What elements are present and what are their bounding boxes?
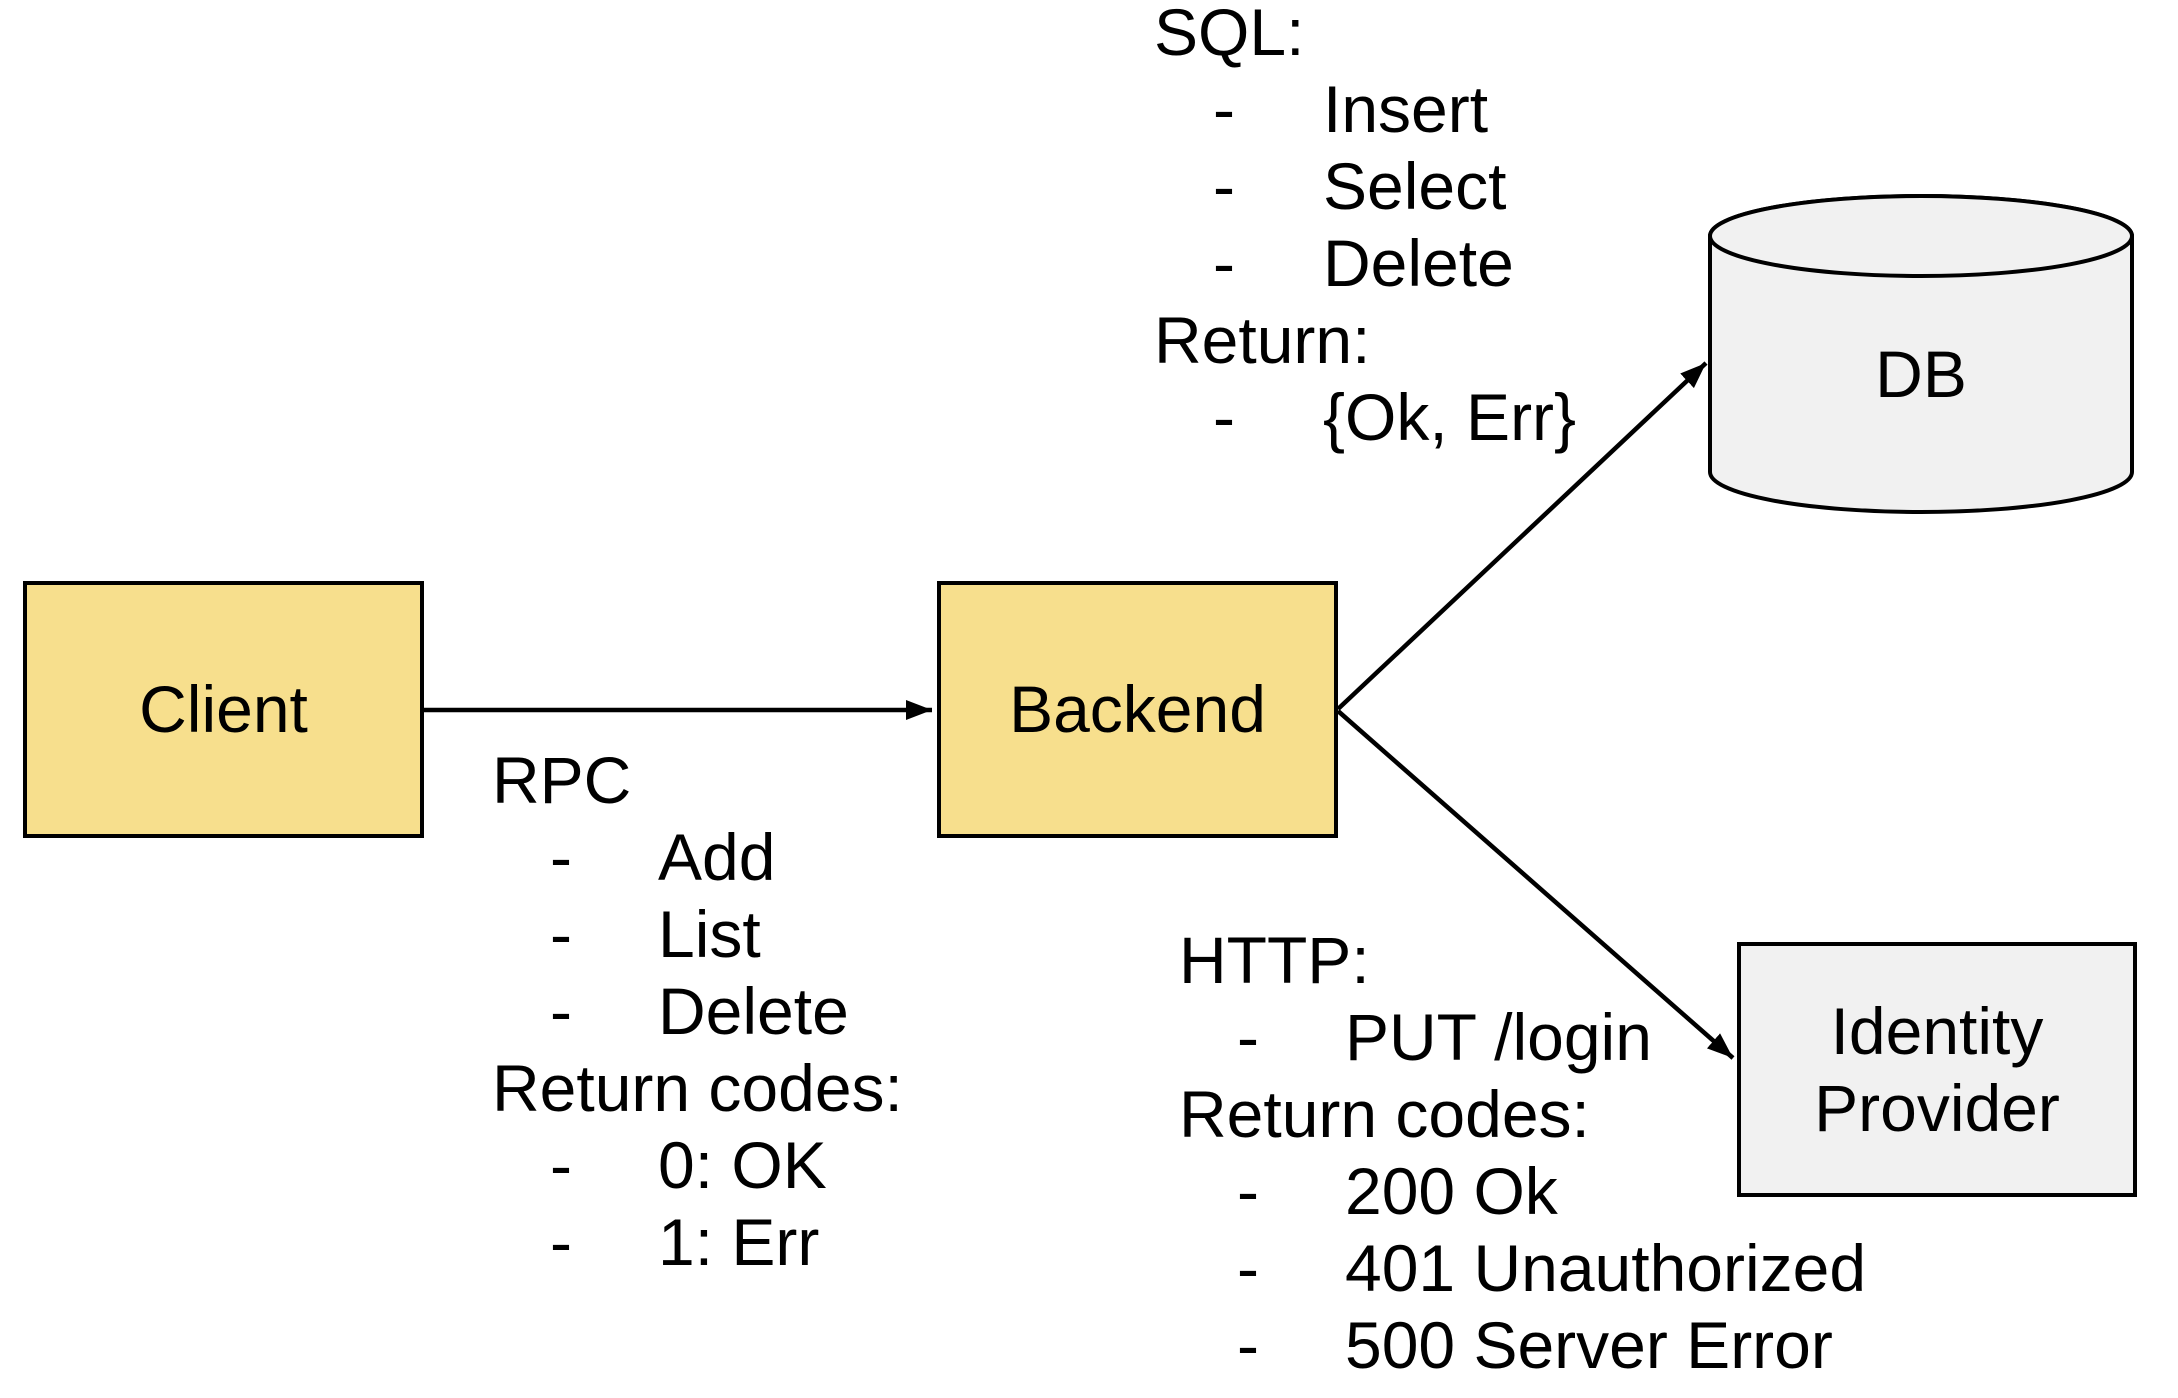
bullet-dash: - (1237, 1000, 1259, 1074)
rpc-note: RPC -Add -List -Delete Return codes: -0:… (492, 742, 903, 1281)
bullet-dash: - (550, 974, 572, 1048)
http-note-item: -PUT /login (1237, 1000, 1652, 1074)
bullet-dash: - (1213, 226, 1235, 300)
sql-note-item: -Delete (1213, 226, 1514, 300)
node-identity-provider-label-line2: Provider (1814, 1070, 2060, 1145)
sql-note-item: -{Ok, Err} (1213, 380, 1577, 454)
sql-note: SQL: -Insert -Select -Delete Return: -{O… (1154, 0, 1576, 456)
rpc-note-heading: RPC (492, 743, 632, 817)
sql-note-item: -Select (1213, 149, 1507, 223)
edge-backend-to-db (1336, 361, 1708, 711)
bullet-dash: - (550, 897, 572, 971)
bullet-dash: - (550, 1205, 572, 1279)
node-db-label: DB (1875, 336, 1967, 411)
bullet-dash: - (1237, 1308, 1259, 1382)
http-note-item: -500 Server Error (1237, 1308, 1833, 1382)
node-client-label: Client (139, 672, 308, 746)
bullet-dash: - (1213, 72, 1235, 146)
bullet-dash: - (1213, 380, 1235, 454)
sql-note-item: -Insert (1213, 72, 1489, 146)
bullet-dash: - (550, 820, 572, 894)
bullet-dash: - (1237, 1154, 1259, 1228)
rpc-note-item: -Add (550, 820, 776, 894)
rpc-note-item: -1: Err (550, 1205, 820, 1279)
db-cylinder-top (1708, 194, 2134, 278)
http-note-item: -401 Unauthorized (1237, 1231, 1867, 1305)
rpc-note-item: -Delete (550, 974, 849, 1048)
node-backend: Backend (937, 581, 1338, 838)
http-note: HTTP: -PUT /login Return codes: -200 Ok … (1179, 922, 1866, 1384)
sql-note-subheading: Return: (1154, 303, 1371, 377)
bullet-dash: - (550, 1128, 572, 1202)
node-db: DB (1710, 236, 2132, 512)
node-identity-provider-label: Identity Provider (1814, 993, 2060, 1147)
http-note-subheading: Return codes: (1179, 1077, 1590, 1151)
node-identity-provider-label-line1: Identity (1830, 993, 2044, 1068)
rpc-note-item: -0: OK (550, 1128, 827, 1202)
node-client: Client (23, 581, 424, 838)
http-note-item: -200 Ok (1237, 1154, 1558, 1228)
node-backend-label: Backend (1009, 672, 1266, 746)
edge-backend-to-identity-provider (1336, 709, 1735, 1060)
http-note-heading: HTTP: (1179, 923, 1370, 997)
bullet-dash: - (1213, 149, 1235, 223)
bullet-dash: - (1237, 1231, 1259, 1305)
sql-note-heading: SQL: (1154, 0, 1305, 69)
rpc-note-item: -List (550, 897, 761, 971)
db-cylinder-shape (1708, 194, 2134, 514)
rpc-note-subheading: Return codes: (492, 1051, 903, 1125)
node-identity-provider: Identity Provider (1737, 942, 2137, 1197)
